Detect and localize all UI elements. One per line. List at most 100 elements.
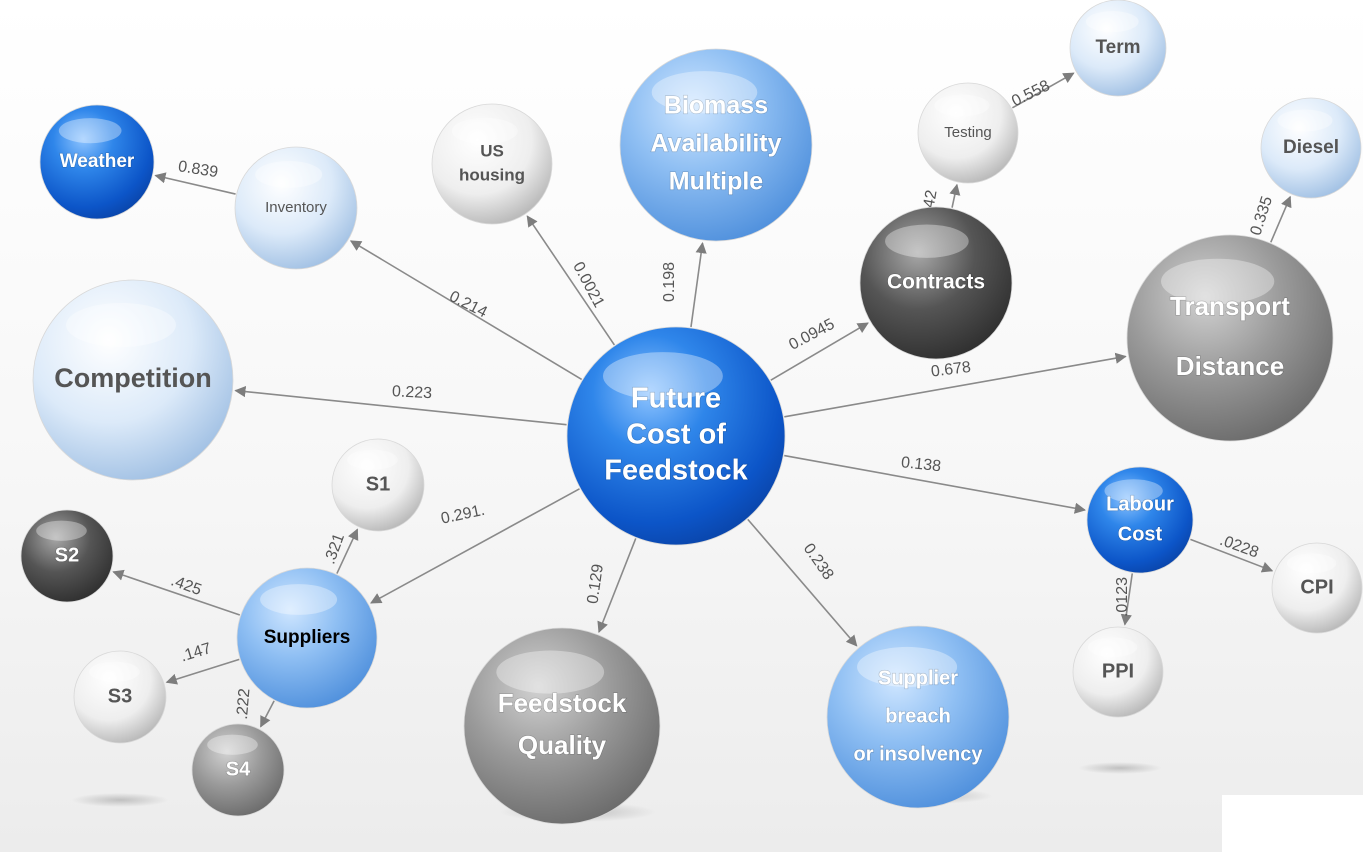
node-sphere: [1126, 234, 1334, 442]
edge-weight-label: 0.223: [392, 383, 433, 402]
edge-arrow: [336, 528, 359, 574]
edge-center-transport: 0.678: [784, 352, 1127, 418]
node-label: S1: [366, 473, 390, 495]
node-sphere: [234, 146, 358, 270]
edge-arrow: [690, 241, 707, 328]
edge-center-competition: 0.223: [234, 383, 567, 426]
edge-arrow: [597, 538, 637, 634]
edge-labour-ppi: .0123: [1114, 573, 1134, 626]
node-label: Competition: [54, 363, 211, 393]
edge-weight-label: 0.138: [900, 454, 942, 475]
node-contracts: Contracts: [859, 206, 1013, 360]
node-diesel: Diesel: [1260, 97, 1362, 199]
edge-weight-label: 0.129: [585, 563, 607, 605]
node-us-housing: US housing: [431, 103, 553, 225]
node-sphere: [39, 104, 155, 220]
corner-blank: [1222, 795, 1363, 852]
node-label: Cost of: [626, 419, 726, 451]
node-label: Labour: [1106, 493, 1174, 515]
node-term: Term: [1069, 0, 1167, 97]
edge-arrow: [259, 700, 275, 728]
node-ppi: PPI: [1072, 626, 1164, 718]
node-sphere: [1069, 0, 1167, 97]
node-label: Availability: [650, 130, 781, 158]
node-highlight: [451, 117, 518, 145]
node-sphere: [236, 567, 378, 709]
node-label: or insolvency: [854, 743, 984, 765]
node-highlight: [207, 734, 258, 755]
node-label: S3: [108, 685, 132, 707]
edge-weight-label: 0.678: [930, 359, 972, 381]
node-inventory: Inventory: [234, 146, 358, 270]
node-highlight: [58, 118, 122, 144]
node-label: Biomass: [664, 92, 768, 120]
node-label: housing: [459, 165, 525, 184]
node-sphere: [1271, 542, 1363, 634]
node-label: Feedstock: [498, 688, 627, 718]
node-label: S2: [55, 544, 79, 566]
node-label: Inventory: [265, 199, 327, 216]
node-highlight: [934, 94, 990, 117]
node-label: Transport: [1170, 291, 1290, 321]
node-sphere: [73, 650, 167, 744]
node-s3: S3: [73, 650, 167, 744]
node-sphere: [463, 627, 661, 825]
edge-arrow: [784, 454, 1086, 514]
node-sphere: [619, 48, 813, 242]
node-highlight: [857, 646, 958, 687]
edge-arrow: [154, 172, 236, 195]
edge-arrow: [526, 215, 616, 346]
node-competition: Competition: [32, 279, 234, 481]
node-testing: Testing: [917, 82, 1019, 184]
edge-center-biomass: 0.198: [661, 241, 707, 328]
node-label: Suppliers: [264, 627, 351, 648]
node-label: Weather: [60, 151, 135, 172]
node-sphere: [331, 438, 425, 532]
node-sphere: [1086, 466, 1194, 574]
node-highlight: [255, 161, 323, 188]
node-sphere: [191, 723, 285, 817]
node-highlight: [1085, 11, 1139, 33]
edge-arrow: [784, 352, 1127, 418]
edge-weight-label: .0123: [1114, 577, 1131, 617]
node-suppliers: Suppliers: [236, 567, 378, 709]
node-sphere: [1260, 97, 1362, 199]
node-label: Testing: [944, 124, 992, 141]
node-s1: S1: [331, 438, 425, 532]
node-sphere: [32, 279, 234, 481]
node-sphere: [20, 509, 114, 603]
edge-weight-label: .222: [234, 688, 254, 721]
node-weather: Weather: [39, 104, 155, 220]
node-sphere: [859, 206, 1013, 360]
edge-center-feedstock-quality: 0.129: [585, 538, 637, 634]
floor-shadow: [72, 793, 168, 807]
edge-arrow: [349, 240, 583, 381]
node-label: breach: [885, 705, 951, 727]
edge-arrow: [1270, 195, 1292, 243]
node-sphere: [566, 326, 786, 546]
edge-arrow: [234, 386, 567, 426]
node-sphere: [917, 82, 1019, 184]
node-label: Term: [1095, 37, 1140, 58]
node-label: US: [480, 141, 504, 160]
node-label: Diesel: [1283, 137, 1339, 158]
node-label: Future: [631, 383, 721, 415]
node-highlight: [602, 352, 723, 401]
node-highlight: [89, 661, 140, 682]
node-label: Contracts: [887, 271, 985, 294]
node-label: Quality: [518, 730, 607, 760]
node-highlight: [1104, 479, 1163, 503]
edge-arrow: [770, 322, 869, 381]
node-highlight: [36, 520, 87, 541]
node-label: Multiple: [669, 168, 764, 196]
edge-arrow: [112, 569, 241, 616]
node-highlight: [885, 224, 969, 258]
edge-weight-label: 0.839: [177, 158, 219, 181]
floor-shadow: [1078, 762, 1162, 774]
